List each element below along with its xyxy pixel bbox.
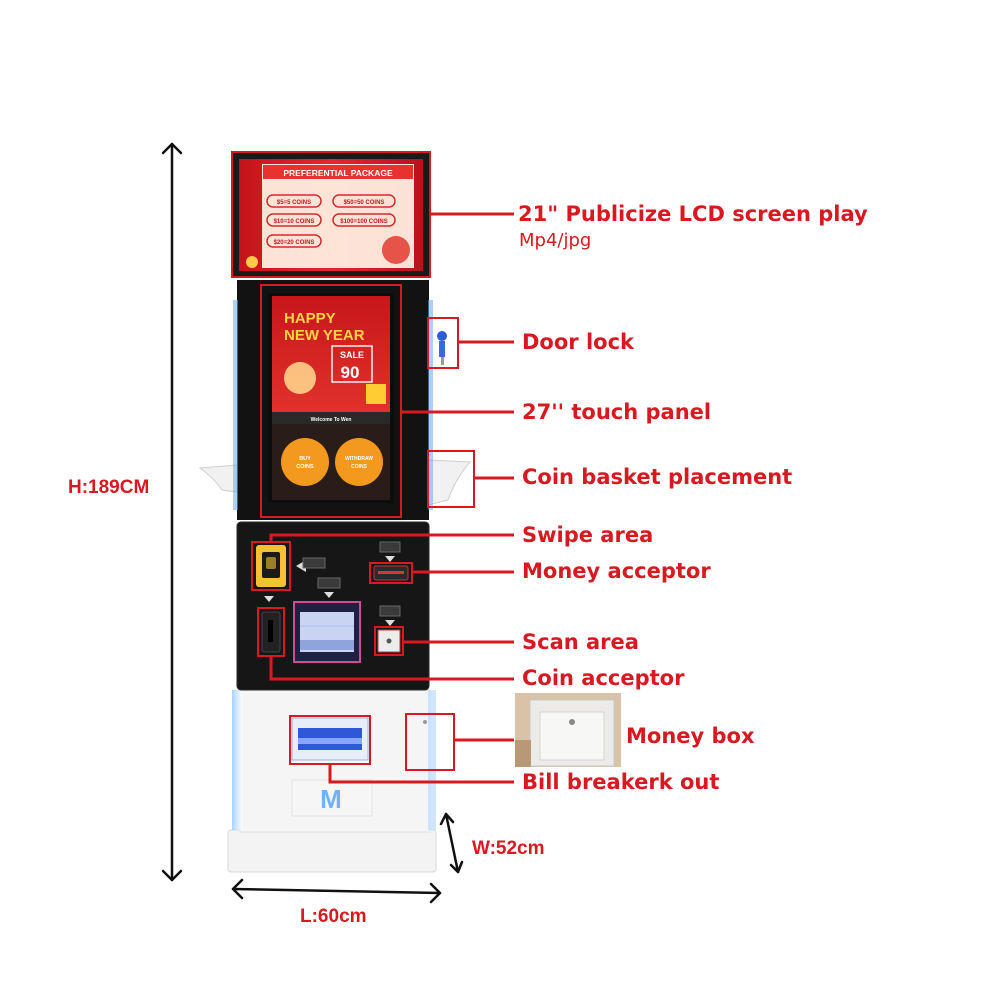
- package-5: $5=5 COINS: [277, 200, 311, 206]
- coin-basket-wing-right: [427, 459, 472, 506]
- touch-headline-2: NEW YEAR: [284, 327, 365, 344]
- withdraw-coins-label-2: COINS: [351, 464, 368, 470]
- touch-headline-1: HAPPY: [284, 310, 336, 327]
- label-touch-panel: 27'' touch panel: [522, 400, 712, 424]
- package-50: $50=50 COINS: [344, 200, 385, 206]
- label-width: W:52cm: [472, 838, 545, 859]
- package-100: $100=100 COINS: [340, 219, 388, 225]
- top-screen-packages: [266, 194, 396, 248]
- label-bill-breaker: Bill breakerk out: [522, 770, 720, 794]
- brand-mark: M: [320, 784, 342, 814]
- package-10: $10=10 COINS: [274, 219, 315, 225]
- package-20: $20=20 COINS: [274, 240, 315, 246]
- buy-coins-button[interactable]: [281, 438, 329, 486]
- label-money-box: Money box: [626, 724, 755, 748]
- label-coin-basket: Coin basket placement: [522, 465, 793, 489]
- label-coin-acceptor: Coin acceptor: [522, 666, 685, 690]
- label-door-lock: Door lock: [522, 330, 634, 354]
- width-arrow: [444, 812, 460, 874]
- dragon-mascot-touch: [284, 362, 316, 394]
- label-scan-area: Scan area: [522, 630, 639, 654]
- withdraw-coins-label-1: WITHDRAW: [345, 456, 373, 462]
- sale-value: 90: [341, 363, 360, 382]
- welcome-text: Welcome To Wen: [311, 417, 352, 423]
- label-height: H:189CM: [68, 477, 150, 498]
- length-arrow: [231, 887, 442, 895]
- withdraw-coins-button[interactable]: [335, 438, 383, 486]
- sale-label: SALE: [340, 350, 364, 360]
- label-swipe-area: Swipe area: [522, 523, 654, 547]
- label-lcd-screen: 21" Publicize LCD screen play: [518, 202, 868, 226]
- kiosk-base: [227, 829, 437, 873]
- label-length: L:60cm: [300, 906, 367, 927]
- door-lock-key-icon: [437, 331, 447, 365]
- coin-basket-wing-left: [198, 464, 238, 493]
- top-screen-title: PREFERENTIAL PACKAGE: [283, 168, 393, 178]
- money-box-photo: [515, 693, 621, 767]
- buy-coins-label-2: COINS: [296, 464, 314, 470]
- label-money-acceptor: Money acceptor: [522, 559, 711, 583]
- callout-box-money-box: [405, 713, 455, 771]
- label-lcd-format: Mp4/jpg: [519, 230, 592, 251]
- dragon-mascot-top: [382, 236, 410, 264]
- callout-box-touch: [260, 284, 402, 518]
- buy-coins-label-1: BUY: [299, 456, 311, 462]
